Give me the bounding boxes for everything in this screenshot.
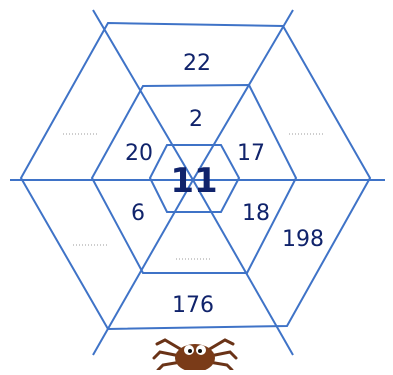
spider-icon [154, 340, 236, 370]
outer-lower-right-number: 198 [282, 227, 324, 252]
center-number: 11 [170, 161, 217, 201]
inner-upper-left-number: 20 [125, 141, 153, 166]
outer-top-number: 22 [183, 51, 211, 76]
inner-lower-right-number: 18 [242, 201, 270, 226]
outer-bottom-number: 176 [172, 293, 214, 318]
inner-lower-left-number: 6 [131, 201, 145, 226]
inner-upper-right-number: 17 [237, 141, 265, 166]
inner-top-number: 2 [189, 107, 203, 132]
